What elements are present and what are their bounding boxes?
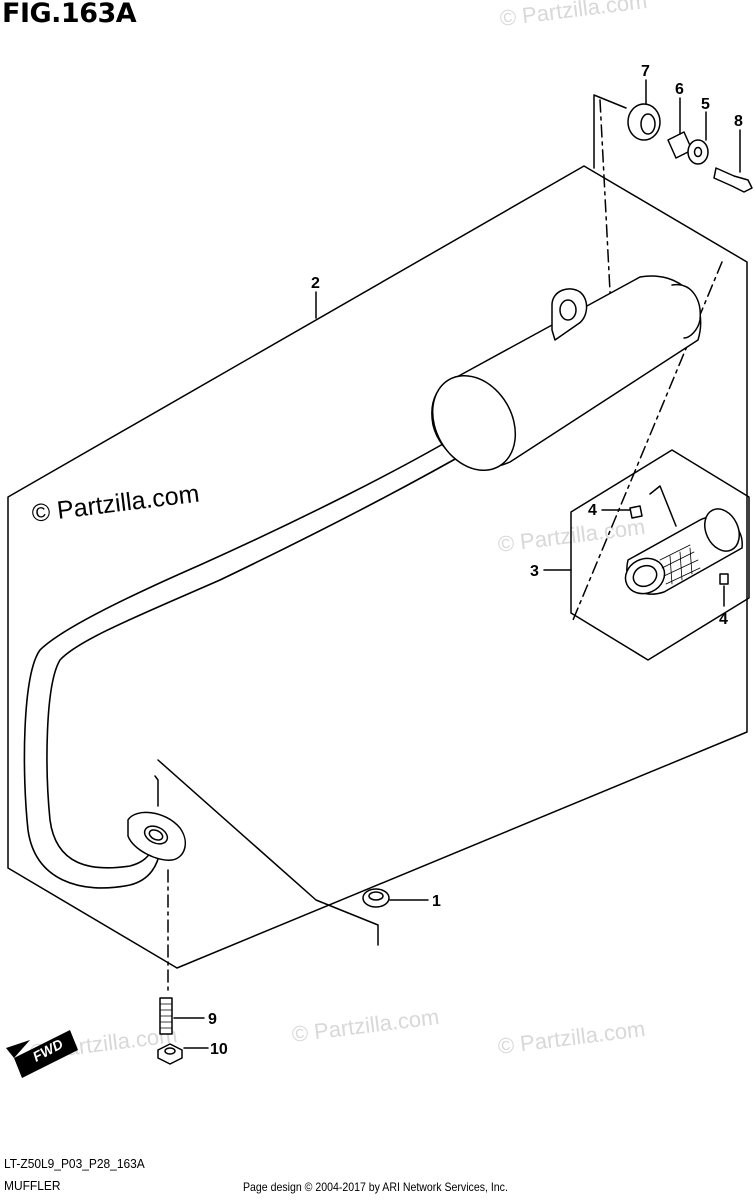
callout-10: 10 <box>210 1041 228 1058</box>
muffler-inset-frame <box>570 449 750 661</box>
gasket-1-hole <box>368 891 384 901</box>
muffler-end-cap <box>431 374 517 472</box>
spark-arrestor-flange <box>704 508 740 552</box>
bracket-hole <box>559 299 577 321</box>
stud-9-threads <box>159 1003 173 1029</box>
washer-5-hole <box>693 146 703 158</box>
figure-name: MUFFLER <box>4 1178 61 1193</box>
callout-1: 1 <box>432 893 441 910</box>
hardware-guide-wedge <box>593 94 627 169</box>
muffler-rear-tip <box>671 284 701 339</box>
dashed-guide-top <box>599 99 613 331</box>
callout-5: 5 <box>701 96 710 113</box>
flange-hole <box>143 825 169 845</box>
screw-4b <box>719 573 729 585</box>
callout-8: 8 <box>734 113 743 130</box>
fwd-arrow-icon: FWD <box>6 1030 78 1078</box>
washer-5 <box>687 139 709 165</box>
callout-9: 9 <box>208 1011 217 1028</box>
flange-guide <box>154 775 159 807</box>
exhaust-flange <box>127 811 187 861</box>
callout-3: 3 <box>530 563 539 580</box>
callout-2: 2 <box>311 275 320 292</box>
grommet-7 <box>627 103 661 141</box>
inset-wedge-line <box>649 485 677 527</box>
main-assembly-frame <box>7 165 748 969</box>
exhaust-pipe-inner <box>46 444 481 869</box>
dashed-guide-inset <box>572 261 723 621</box>
spark-arrestor-bore <box>632 564 658 588</box>
exhaust-pipe-outer <box>23 429 468 889</box>
page-footer: Page design © 2004-2017 by ARI Network S… <box>243 1180 508 1194</box>
figure-title: FIG.163A <box>2 0 137 29</box>
bolt-8 <box>713 167 753 193</box>
callout-6: 6 <box>675 81 684 98</box>
grommet-7-inner <box>640 113 656 135</box>
callout-7: 7 <box>641 63 650 80</box>
callout-4a: 4 <box>588 502 597 519</box>
callout-4b: 4 <box>719 611 728 628</box>
muffler-bracket <box>551 288 588 341</box>
screw-4a <box>629 505 643 519</box>
nut-10-hole <box>164 1047 176 1055</box>
spark-arrestor-mesh <box>659 544 701 585</box>
figure-code: LT-Z50L9_P03_P28_163A <box>4 1156 145 1171</box>
flange-hole-inner <box>148 829 164 841</box>
flange-guide-2 <box>157 759 379 946</box>
